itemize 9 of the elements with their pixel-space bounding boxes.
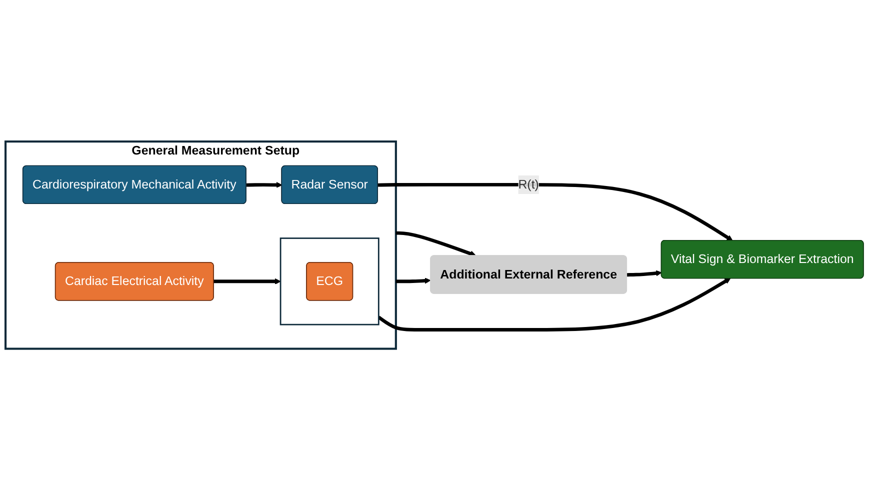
cluster xyxy=(280,238,380,326)
arrow xyxy=(246,182,282,188)
arrow xyxy=(396,232,476,257)
edge-label: R(t) xyxy=(518,178,539,192)
arrow xyxy=(396,278,431,284)
arrow xyxy=(378,278,731,332)
arrow xyxy=(627,270,662,277)
arrow xyxy=(214,278,281,285)
arrow xyxy=(378,183,733,242)
